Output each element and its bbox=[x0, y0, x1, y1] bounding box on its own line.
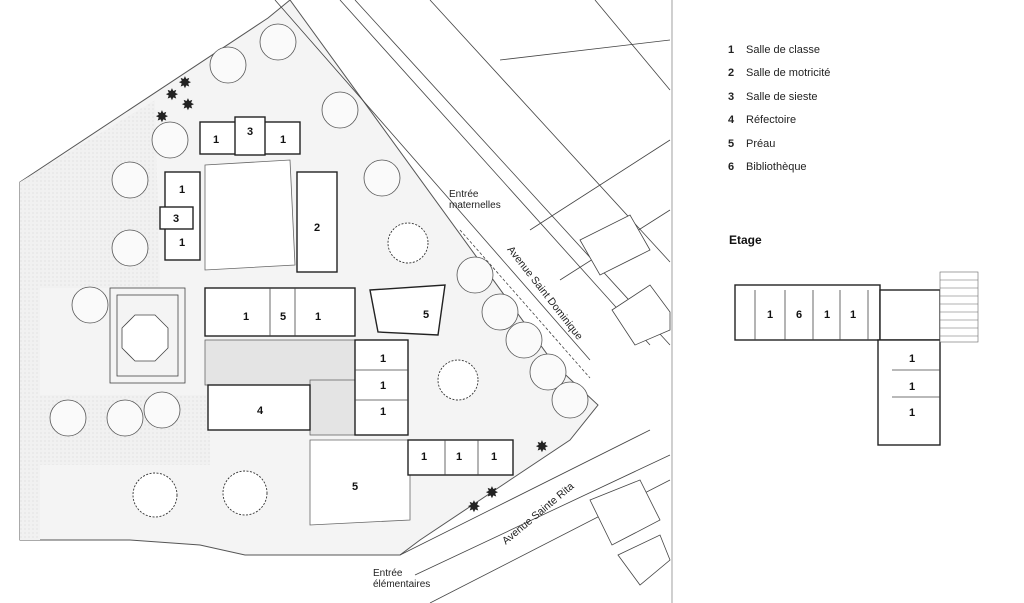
legend-label: Réfectoire bbox=[746, 114, 797, 127]
room-number: 1 bbox=[824, 309, 830, 321]
ground-room-numbers: 1 3 1 1 3 1 2 1 5 1 5 1 1 1 4 1 1 1 5 bbox=[173, 126, 497, 493]
svg-text:✸: ✸ bbox=[165, 85, 178, 104]
label-line: élémentaires bbox=[373, 579, 431, 590]
room-number: 1 bbox=[909, 353, 915, 365]
legend-item: 4 Réfectoire bbox=[728, 109, 908, 133]
room-number: 5 bbox=[423, 309, 429, 321]
room-number: 1 bbox=[850, 309, 856, 321]
palm-trees: ✸✸✸ ✸✸✸ ✸ bbox=[155, 73, 548, 516]
trees bbox=[49, 23, 589, 437]
upper-floor-title: Etage bbox=[729, 233, 762, 247]
interior-walls bbox=[269, 288, 479, 475]
svg-text:✸: ✸ bbox=[485, 483, 498, 502]
legend-item: 6 Bibliothèque bbox=[728, 156, 908, 180]
upper-room-numbers: 1 6 1 1 1 1 1 bbox=[767, 309, 915, 419]
legend-label: Bibliothèque bbox=[746, 161, 807, 174]
room-number: 5 bbox=[352, 481, 358, 493]
room-number: 1 bbox=[213, 134, 219, 146]
room-number: 1 bbox=[243, 311, 249, 323]
room-number: 1 bbox=[315, 311, 321, 323]
legend-number: 3 bbox=[728, 90, 735, 103]
room-number: 1 bbox=[767, 309, 773, 321]
room-number: 1 bbox=[179, 184, 185, 196]
legend-label: Salle de sieste bbox=[746, 90, 818, 103]
room-number: 3 bbox=[173, 213, 179, 225]
legend-item: 2 Salle de motricité bbox=[728, 62, 908, 86]
legend-item: 1 Salle de classe bbox=[728, 38, 908, 62]
room-number: 4 bbox=[257, 405, 264, 417]
upper-floor-plan bbox=[734, 284, 941, 446]
entrance-maternelles-label: Entrée maternelles bbox=[449, 189, 501, 211]
entrance-elementaires-label: Entrée élémentaires bbox=[373, 568, 430, 590]
room-number: 3 bbox=[247, 126, 253, 138]
legend-number: 6 bbox=[728, 161, 735, 174]
room-number: 1 bbox=[179, 237, 185, 249]
room-number: 1 bbox=[909, 381, 915, 393]
room-number: 2 bbox=[314, 222, 320, 234]
room-number: 1 bbox=[380, 406, 386, 418]
neighbour-buildings bbox=[579, 214, 671, 586]
room-number: 1 bbox=[280, 134, 286, 146]
legend-number: 2 bbox=[728, 67, 735, 80]
legend-number: 1 bbox=[728, 43, 735, 56]
legend-number: 5 bbox=[728, 137, 735, 150]
upper-floor-stairs bbox=[939, 271, 979, 343]
room-number: 1 bbox=[421, 451, 427, 463]
room-number: 6 bbox=[796, 309, 802, 321]
svg-text:✸: ✸ bbox=[155, 107, 168, 126]
room-number: 1 bbox=[380, 380, 386, 392]
legend-label: Préau bbox=[746, 137, 776, 150]
upper-floor-walls bbox=[754, 290, 940, 398]
room-number: 5 bbox=[280, 311, 286, 323]
ground-floor-buildings bbox=[159, 116, 514, 476]
legend-label: Salle de motricité bbox=[746, 67, 831, 80]
inner-courts bbox=[204, 159, 411, 526]
room-number: 1 bbox=[491, 451, 497, 463]
room-number: 1 bbox=[909, 407, 915, 419]
room-number: 1 bbox=[380, 353, 386, 365]
room-number: 1 bbox=[456, 451, 462, 463]
courtyard-hatched-area bbox=[20, 100, 160, 540]
label-line: maternelles bbox=[449, 200, 501, 211]
label-line: Entrée bbox=[449, 189, 479, 200]
svg-text:✸: ✸ bbox=[535, 437, 548, 456]
svg-text:✸: ✸ bbox=[181, 95, 194, 114]
label-line: Entrée bbox=[373, 568, 403, 579]
svg-text:✸: ✸ bbox=[467, 497, 480, 516]
legend-item: 3 Salle de sieste bbox=[728, 85, 908, 109]
svg-text:✸: ✸ bbox=[178, 73, 191, 92]
legend-item: 5 Préau bbox=[728, 132, 908, 156]
octagon-pavilion bbox=[109, 287, 186, 384]
legend-label: Salle de classe bbox=[746, 43, 820, 56]
ornamental-trees bbox=[132, 222, 479, 518]
legend-number: 4 bbox=[728, 114, 735, 127]
legend: 1 Salle de classe 2 Salle de motricité 3 Sa… bbox=[728, 38, 908, 179]
